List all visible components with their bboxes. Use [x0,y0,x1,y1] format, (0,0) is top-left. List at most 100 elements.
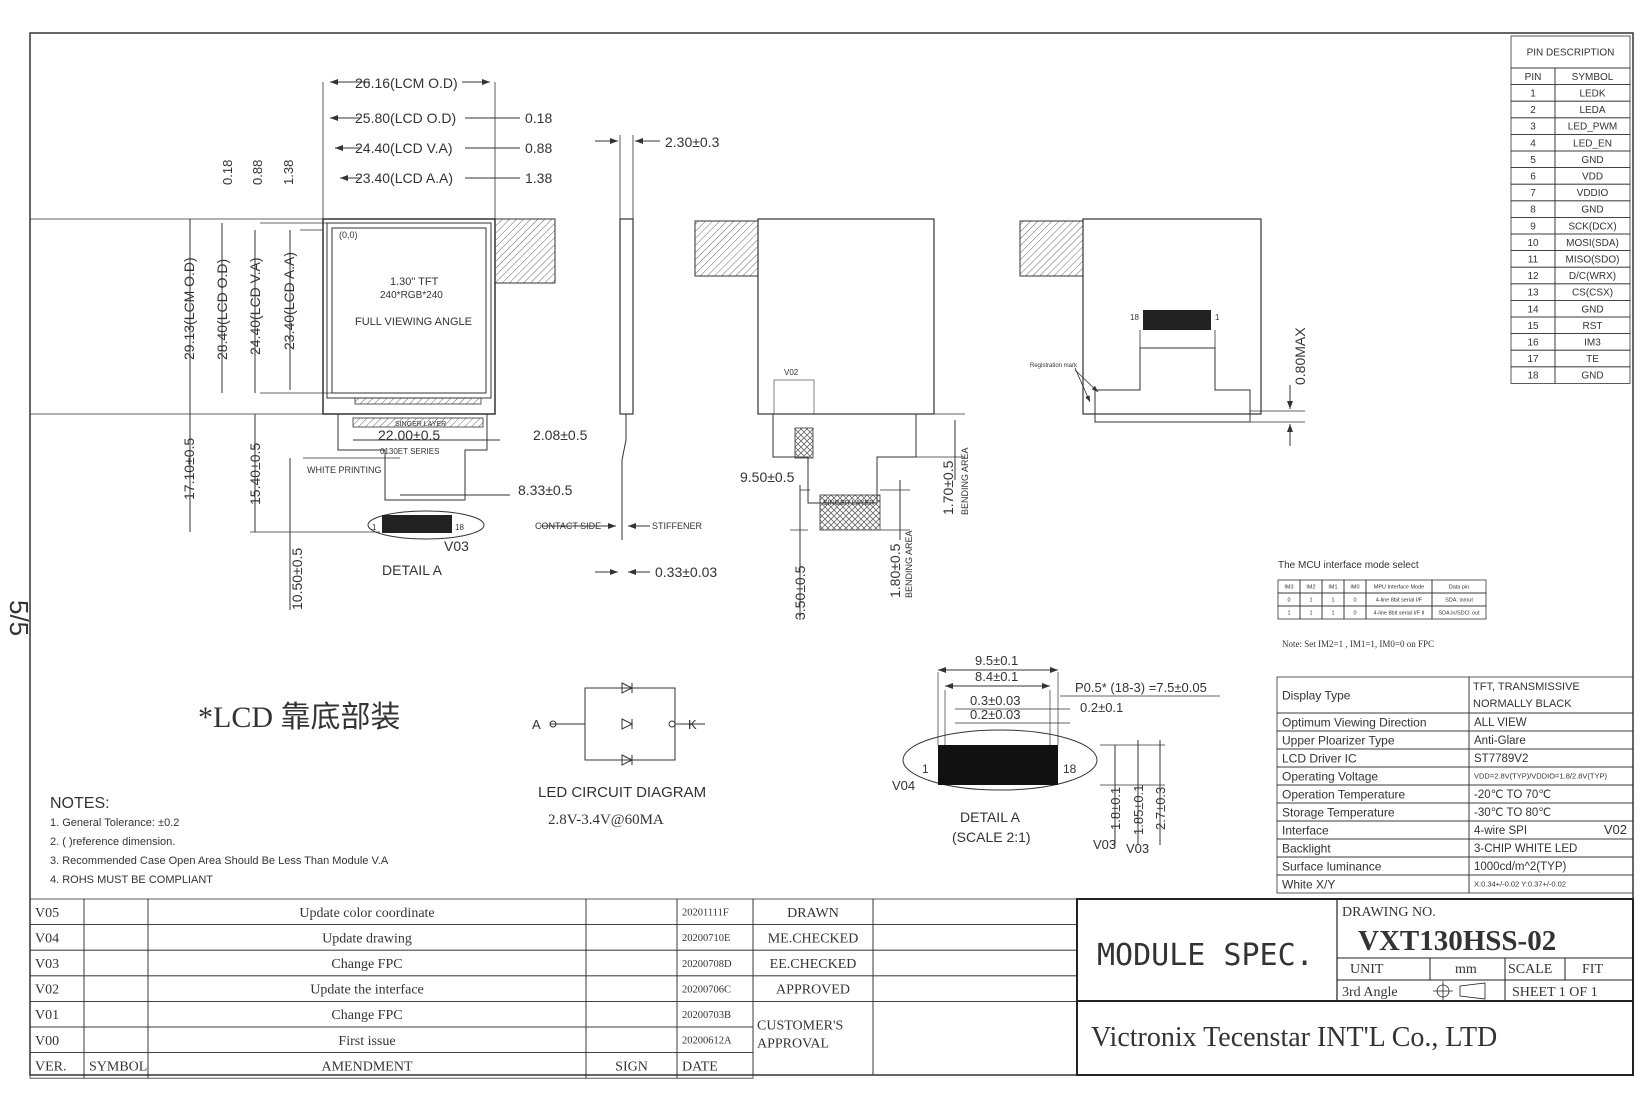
revision-header: SYMBOL [89,1059,147,1074]
dim-350: 3.50±0.5 [792,565,808,620]
revision-cell: Update drawing [322,931,412,946]
white-printing-label: WHITE PRINTING [307,465,382,475]
mounting-note: *LCD 靠底部装 [198,701,401,734]
spec-value: VDD=2.8V(TYP)/VDDIO=1.8/2.8V(TYP) [1474,772,1607,781]
fpc-pin-last: 18 [455,523,464,532]
spec-revision: V02 [1604,822,1627,837]
symbol-header: SYMBOL [1572,72,1614,83]
mcu-cell: 4-line 8bit serial I/F [1376,597,1423,603]
detail-a-label: DETAIL A [382,562,443,578]
detail-pin1: 1 [922,762,929,776]
spec-value: TFT, TRANSMISSIVE [1473,681,1580,693]
dim-vert-088: 0.88 [250,160,265,185]
dim-833: 8.33±0.5 [518,482,573,498]
panel-note: FULL VIEWING ANGLE [355,316,472,328]
note-3: 3. Recommended Case Open Area Should Be … [50,855,389,867]
pin-header: PIN [1525,72,1542,83]
approval-table: DRAWNME.CHECKEDEE.CHECKEDAPPROVEDCUSTOME… [752,898,1078,1076]
pin-number: 9 [1530,221,1536,232]
mcu-cell: 1 [1287,610,1290,616]
spec-table: Display Type TFT, TRANSMISSIVE NORMALLY BL… [1276,676,1634,894]
spec-value: NORMALLY BLACK [1473,698,1572,710]
fpc-thickness: 0.33±0.03 [655,564,717,580]
revision-header: AMENDMENT [322,1059,413,1074]
pin-symbol: GND [1581,205,1603,216]
mcu-header-cell: IM2 [1306,584,1315,590]
detail-a-circle [367,510,485,540]
pin-number: 10 [1527,238,1539,249]
spec-label: Display Type [1282,688,1351,702]
mcu-cell: 0 [1287,597,1290,603]
revision-cell: 20200708D [682,959,732,970]
registration-mark-label: Registration mark [1030,363,1078,369]
detail-dim-84: 8.4±0.1 [975,669,1018,684]
revision-cell: Change FPC [331,1008,402,1023]
company-name: Victronix Tecenstar INT'L Co., LTD [1091,1022,1497,1053]
pin-symbol: CS(CSX) [1572,288,1613,299]
pin-symbol: IM3 [1584,338,1601,349]
approval-label: DRAWN [787,906,839,921]
revision-cell: 20200706C [682,984,731,995]
led-spec: 2.8V-3.4V@60MA [548,812,664,828]
spec-value: ALL VIEW [1474,717,1527,729]
sheet-label: SHEET 1 OF 1 [1512,985,1598,1000]
bent-pin18: 18 [1130,313,1139,322]
notes-title: NOTES: [50,795,110,812]
dim-950: 9.50±0.5 [740,469,795,485]
panel-size: 1.30" TFT [390,276,439,288]
note-2: 2. ( )reference dimension. [50,836,175,848]
mcu-table-title: The MCU interface mode select [1278,560,1419,571]
pin-number: 6 [1530,172,1536,183]
dim-lcd-va: 24.40(LCD V.A) [355,140,453,156]
stiffener-label: STIFFENER [652,521,703,531]
pin-number: 14 [1527,304,1539,315]
pin-symbol: LEDK [1579,89,1605,100]
unit-label: UNIT [1350,962,1384,977]
revision-cell: V05 [35,906,59,921]
revision-header: SIGN [615,1059,648,1074]
mcu-header-cell: IM3 [1284,584,1293,590]
detail-dim-03: 0.3±0.03 [970,693,1021,708]
note-1: 1. General Tolerance: ±0.2 [50,817,179,829]
dim-lcd-od: 25.80(LCD O.D) [355,110,456,126]
pin-number: 13 [1527,288,1539,299]
customer-approval-label: CUSTOMER'S [757,1018,843,1033]
revision-cell: V04 [35,931,59,946]
module-spec-label: MODULE SPEC. [1097,938,1314,973]
detail-scale: (SCALE 2:1) [952,829,1031,845]
spec-label: Storage Temperature [1282,805,1395,819]
approval-label: APPROVED [776,983,850,998]
dim-vert-lcm-od: 29.13(LCM O.D) [181,257,197,360]
detail-dim-02b: 0.2±0.1 [1080,700,1123,715]
active-area [331,227,487,394]
spec-value: 1000cd/m^2(TYP) [1474,861,1566,873]
side-view [540,135,660,575]
spec-value: Anti-Glare [1474,735,1526,747]
dim-208: 2.08±0.5 [533,427,588,443]
pin-symbol: LEDA [1579,105,1605,116]
spec-label: Optimum Viewing Direction [1282,715,1427,729]
dim-180: 1.80±0.5 [887,543,903,598]
drawing-no-label: DRAWING NO. [1342,905,1436,920]
detail-a-view [902,667,1220,845]
revision-cell: 20201111F [682,908,729,919]
revision-cell: V00 [35,1034,59,1049]
mcu-note: Note: Set IM2=1 , IM1=1, IM0=0 on FPC [1282,639,1434,649]
sheet-page-mark: 5/5 [4,600,34,636]
dim-vert-138: 1.38 [281,160,296,185]
mcu-header-cell: MPU Interface Mode [1374,584,1424,590]
detail-dim-02: 0.2±0.03 [970,707,1021,722]
mcu-header-cell: IM1 [1328,584,1337,590]
dim-2200: 22.00±0.5 [378,427,440,443]
detail-h-185: 1.85±0.1 [1131,784,1146,835]
projection-label: 3rd Angle [1342,985,1398,1000]
dim-right-018: 0.18 [525,110,552,126]
dim-vert-lcd-aa: 23.40(LCD A.A) [281,252,297,350]
spec-label: Surface luminance [1282,859,1382,873]
revision-cell: 20200710E [682,933,730,944]
bending-area-2: BENDING AREA [904,530,914,598]
front-view [30,79,556,610]
